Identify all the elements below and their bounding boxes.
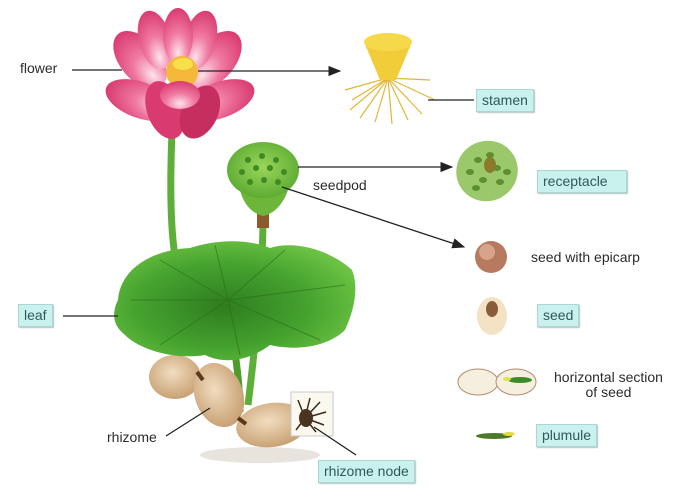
horizontal-section-line1: horizontal section <box>554 369 663 385</box>
rhizome-node-label: rhizome node <box>318 460 415 483</box>
leaf-label: leaf <box>18 304 53 327</box>
receptacle-illustration <box>456 140 518 202</box>
rhizome-label: rhizome <box>107 429 157 445</box>
horizontal-section-line2: of seed <box>585 384 632 401</box>
flower-illustration <box>105 8 255 139</box>
stamen-label: stamen <box>476 89 534 112</box>
rhizome-illustration <box>149 355 320 463</box>
plumule-illustration <box>476 432 515 439</box>
flower-stem <box>167 131 180 263</box>
horizontal-section-label: horizontal section of seed <box>554 369 663 401</box>
stamen-illustration <box>344 33 436 125</box>
rhizome-leader-line <box>165 407 211 437</box>
flower-label: flower <box>20 60 58 76</box>
seedpod-to-seed-arrow <box>281 186 466 249</box>
seedpod-label: seedpod <box>313 177 367 193</box>
seedpod-illustration <box>227 142 299 216</box>
seed-with-epicarp-label: seed with epicarp <box>531 249 640 265</box>
seed-label: seed <box>537 304 580 327</box>
seed-with-epicarp-illustration <box>475 241 507 273</box>
leaf-illustration <box>114 241 356 361</box>
rhizome-node-illustration <box>290 391 334 437</box>
connector-lines <box>63 65 474 456</box>
seed-illustration <box>477 297 507 335</box>
plumule-label: plumule <box>536 424 598 447</box>
seed-section-illustration <box>457 368 537 396</box>
rhizome-node-leader-line <box>313 426 357 456</box>
receptacle-label: receptacle <box>537 170 627 193</box>
